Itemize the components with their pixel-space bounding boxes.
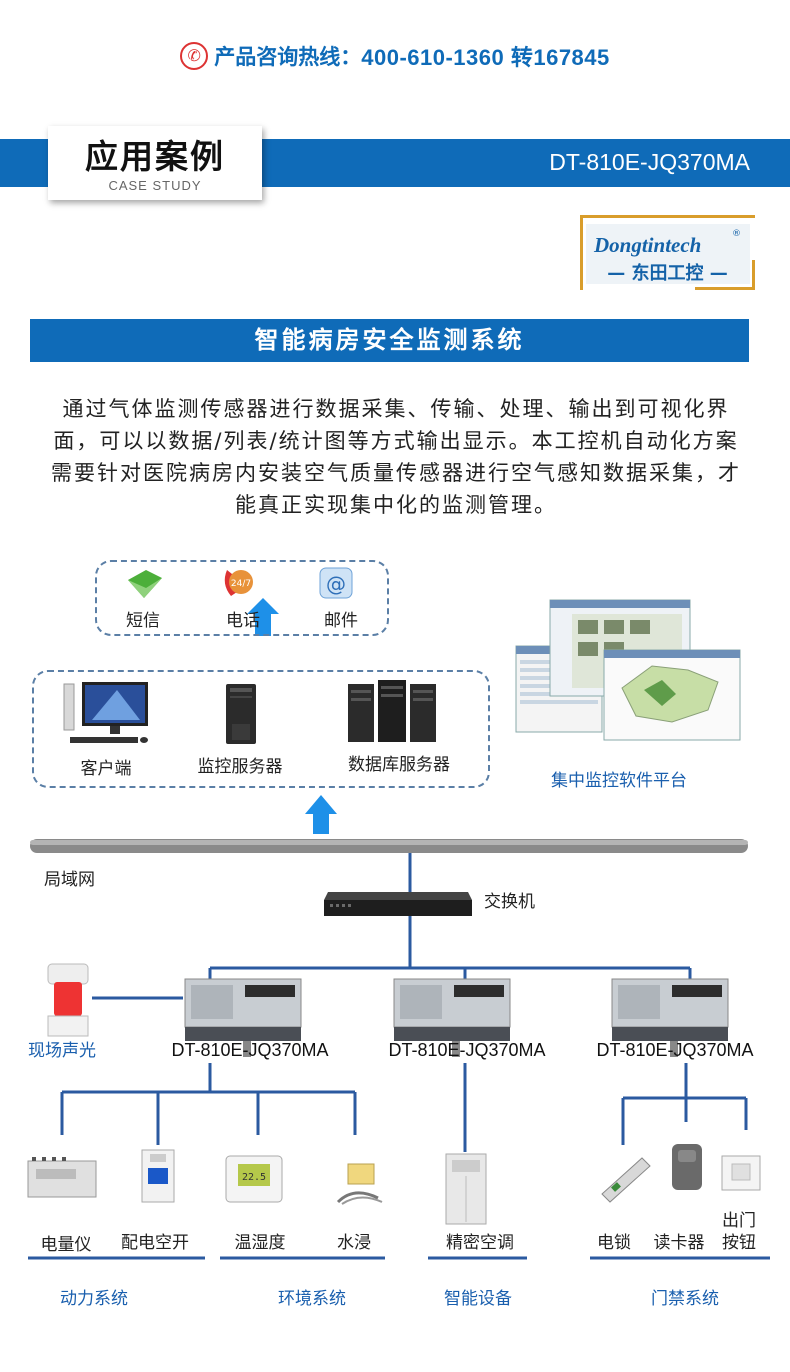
client-pc-icon: [63, 682, 148, 743]
notify-label-phone: 电话: [226, 611, 260, 631]
device-label-breaker: 配电空开: [121, 1233, 189, 1253]
notify-box: [95, 560, 389, 636]
computer-label-3: DT-810E-JQ370MA: [596, 1040, 754, 1060]
alarm-label: 现场声光: [28, 1041, 96, 1061]
sound-light-alarm-icon: [47, 963, 89, 1037]
network-switch-icon: [324, 892, 472, 916]
device-label-electric-lock: 电锁: [597, 1233, 631, 1253]
computer-label-1: DT-810E-JQ370MA: [171, 1040, 329, 1060]
system-label-smart-device: 智能设备: [444, 1289, 512, 1309]
device-label-card-reader: 读卡器: [653, 1233, 705, 1253]
logo-text-cn: — 东田工控 —: [607, 263, 728, 284]
industrial-pc-icon-1: [184, 978, 302, 1057]
database-server-icon: [348, 680, 436, 742]
servers-box: [32, 670, 490, 788]
power-meter-icon: [27, 1157, 97, 1198]
temperature-humidity-icon: 22.5: [225, 1155, 283, 1203]
circuit-breaker-icon: [141, 1149, 175, 1203]
hotline: ✆产品咨询热线：400-610-1360 转167845: [0, 40, 790, 72]
system-label-access-control: 门禁系统: [651, 1289, 719, 1309]
section-description: 通过气体监测传感器进行数据采集、传输、处理、输出到可视化界面，可以以数据/列表/…: [51, 397, 741, 517]
case-title: 应用案例: [85, 137, 225, 176]
model-title: DT-810E-JQ370MA: [549, 149, 750, 175]
svg-text:24/7: 24/7: [231, 579, 251, 589]
monitor-server-icon: [226, 684, 256, 744]
case-subtitle: CASE STUDY: [108, 178, 202, 193]
industrial-pc-icon-3: [611, 978, 729, 1057]
logo-registered-mark: ®: [732, 229, 741, 239]
computer-label-2: DT-810E-JQ370MA: [388, 1040, 546, 1060]
system-diagram: 24/7 @ 短信 电话 邮件 客户端 监控服务器 数据库服务器 集中监控软件平…: [0, 540, 790, 1372]
hotline-number: 400-610-1360 转167845: [361, 45, 610, 70]
precision-ac-icon: [445, 1153, 487, 1225]
system-label-environment: 环境系统: [278, 1289, 346, 1309]
monitoring-software-screens: [515, 599, 741, 741]
server-label-monitor: 监控服务器: [197, 757, 283, 777]
software-platform-label: 集中监控软件平台: [551, 771, 687, 791]
section-title: 智能病房安全监测系统: [30, 319, 749, 362]
electric-lock-icon: [601, 1157, 651, 1203]
lan-label: 局域网: [44, 870, 95, 890]
device-label-precision-ac: 精密空调: [446, 1233, 514, 1253]
server-label-client: 客户端: [80, 759, 132, 779]
industrial-pc-icon-2: [393, 978, 511, 1057]
system-label-power: 动力系统: [60, 1289, 128, 1309]
dongtintech-logo: Dongtintech ® — 东田工控 —: [580, 215, 755, 290]
device-label-water-leak: 水浸: [337, 1233, 371, 1253]
device-label-exit-button: 出门按钮: [722, 1211, 756, 1253]
server-label-database: 数据库服务器: [348, 755, 450, 775]
water-leak-sensor-icon: [336, 1163, 383, 1205]
sms-icon: [128, 570, 162, 598]
phone-247-icon: 24/7: [224, 570, 253, 596]
exit-button-icon: [721, 1155, 761, 1191]
switch-label: 交换机: [484, 892, 535, 912]
logo-text-en: Dongtintech: [594, 233, 702, 257]
card-reader-icon: [672, 1144, 702, 1190]
notify-label-email: 邮件: [324, 611, 358, 631]
hotline-label: 产品咨询热线：: [214, 45, 362, 69]
arrow-up-servers: [305, 795, 337, 834]
arrow-up-notify: [247, 598, 279, 636]
svg-text:22.5: 22.5: [242, 1172, 266, 1183]
device-label-temp-humidity: 温湿度: [234, 1233, 286, 1253]
device-label-power-meter: 电量仪: [40, 1235, 92, 1255]
svg-text:@: @: [326, 572, 346, 596]
case-study-box: 应用案例 CASE STUDY: [48, 126, 262, 200]
phone-icon: ✆: [180, 42, 209, 70]
email-icon: @: [319, 567, 353, 599]
diagram-lines: [28, 598, 770, 1260]
notify-label-sms: 短信: [126, 611, 160, 631]
